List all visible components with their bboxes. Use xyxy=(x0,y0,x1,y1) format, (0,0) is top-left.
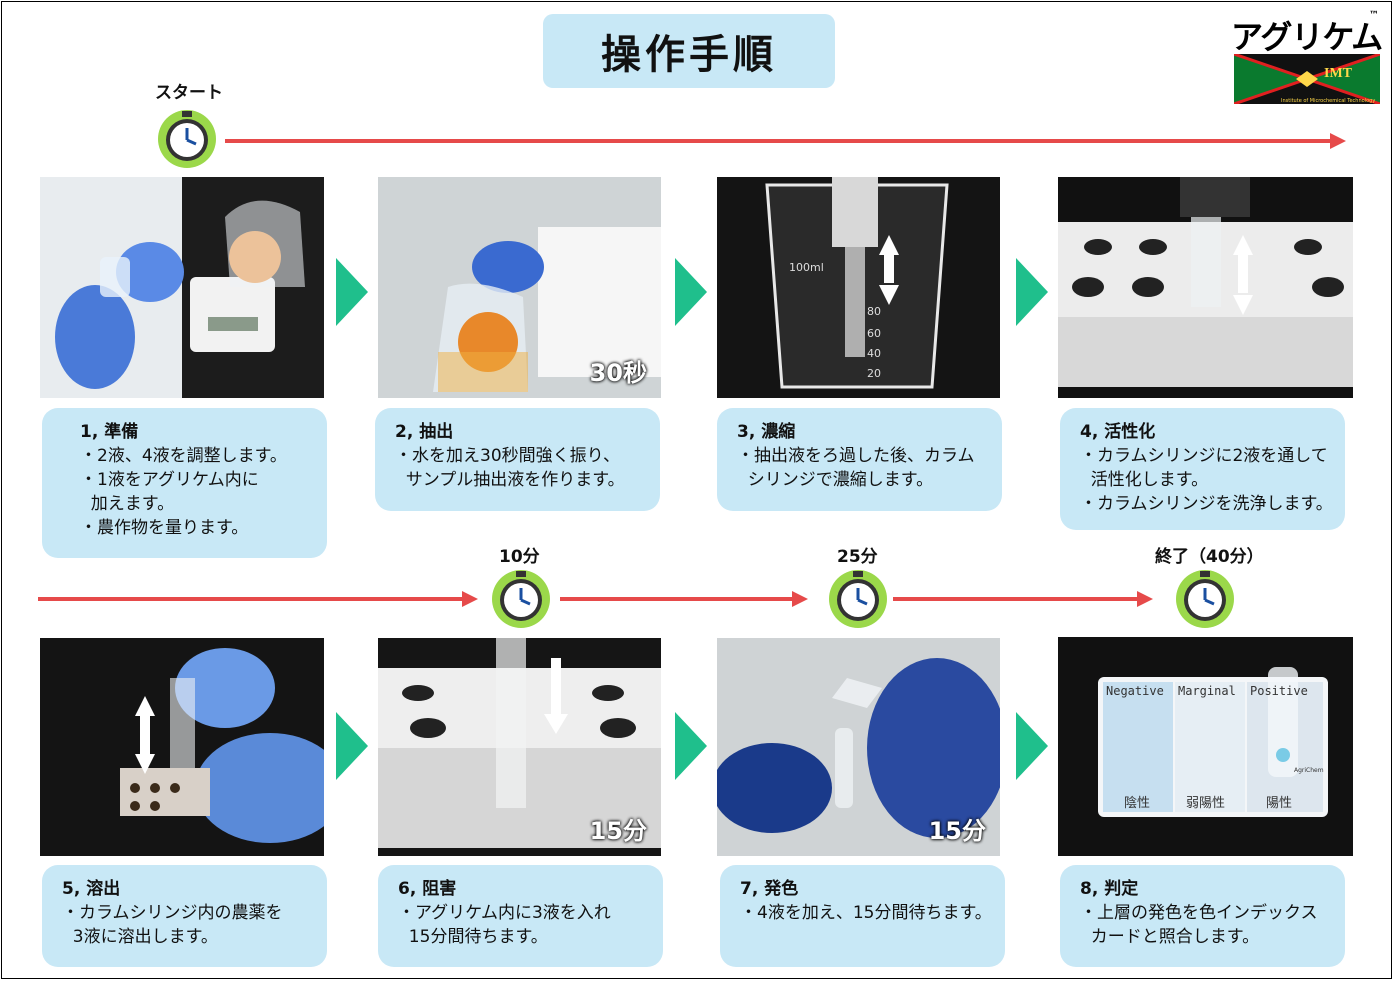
step-7-card: 7, 発色 ・4液を加え、15分間待ちます。 xyxy=(720,865,1005,967)
card-label-positive-jp: 陽性 xyxy=(1266,796,1293,811)
beaker-volume-label: 100ml xyxy=(789,261,824,274)
step-4-line: ・カラムシリンジを洗浄します。 xyxy=(1080,494,1333,514)
step-1-card: 1, 準備 ・2液、4液を調整します。 ・1液をアグリケム内に 加えます。 ・農… xyxy=(42,408,327,558)
step-1-line: ・2液、4液を調整します。 xyxy=(80,446,287,466)
stopwatch-icon xyxy=(823,566,893,628)
timeline-arrow-line xyxy=(38,597,462,601)
step-8-photo: Negative Marginal Positive 陰性 弱陽性 陽性 Agr… xyxy=(1058,637,1353,856)
step-arrow-icon xyxy=(1016,258,1048,326)
beaker-mark-60: 60 xyxy=(867,327,881,340)
step-5-photo xyxy=(40,638,324,856)
step-7-title: 7, 発色 xyxy=(740,879,799,899)
logo-trademark: ™ xyxy=(1369,10,1379,21)
step-2-line: サンプル抽出液を作ります。 xyxy=(395,470,625,490)
step-3-line: シリンジで濃縮します。 xyxy=(737,470,934,490)
step-2-photo: 30秒 xyxy=(378,177,661,398)
step-4-line: ・カラムシリンジに2液を通して xyxy=(1080,446,1328,466)
timeline-arrow-line xyxy=(560,597,792,601)
step-5-line: 3液に溶出します。 xyxy=(62,927,218,947)
step-6-title: 6, 阻害 xyxy=(398,879,457,899)
step-2-title: 2, 抽出 xyxy=(395,422,454,442)
step-8-card: 8, 判定 ・上層の発色を色インデックス カードと照合します。 xyxy=(1060,865,1345,967)
step-3-line: ・抽出液をろ過した後、カラム xyxy=(737,446,975,466)
stopwatch-icon xyxy=(486,566,556,628)
timeline-mark-25: 25分 xyxy=(837,547,878,567)
step-arrow-icon xyxy=(1016,712,1048,780)
timeline-mark-end: 終了（40分） xyxy=(1155,547,1264,567)
timeline-arrow-head xyxy=(1330,133,1346,149)
timeline-start-label: スタート xyxy=(155,83,223,103)
step-1-line: ・1液をアグリケム内に xyxy=(80,470,259,490)
step-8-line: カードと照合します。 xyxy=(1080,927,1260,947)
step-3-title: 3, 濃縮 xyxy=(737,422,796,442)
beaker-mark-40: 40 xyxy=(867,347,881,360)
step-6-line: 15分間待ちます。 xyxy=(398,927,548,947)
logo-subtitle: Institute of Microchemical Technology xyxy=(1281,98,1376,104)
card-label-marginal: Marginal xyxy=(1178,684,1236,698)
step-2-time-badge: 30秒 xyxy=(589,359,647,387)
stopwatch-icon xyxy=(1170,566,1240,628)
step-1-line: 加えます。 xyxy=(80,494,175,514)
step-2-card: 2, 抽出 ・水を加え30秒間強く振り、 サンプル抽出液を作ります。 xyxy=(375,408,660,511)
step-4-photo xyxy=(1058,177,1353,398)
step-arrow-icon xyxy=(336,258,368,326)
step-arrow-icon xyxy=(336,712,368,780)
card-brand-label: AgriChem xyxy=(1294,767,1324,774)
timeline-mark-10: 10分 xyxy=(499,547,540,567)
step-arrow-icon xyxy=(675,258,707,326)
logo-brand-text: IMT xyxy=(1324,66,1352,81)
step-7-time-badge: 15分 xyxy=(928,817,986,845)
step-4-line: 活性化します。 xyxy=(1080,470,1209,490)
logo-name: アグリケム xyxy=(1231,18,1383,56)
step-1-title: 1, 準備 xyxy=(80,422,139,442)
card-label-negative: Negative xyxy=(1106,684,1164,698)
step-4-card: 4, 活性化 ・カラムシリンジに2液を通して 活性化します。 ・カラムシリンジを… xyxy=(1060,408,1345,530)
step-6-line: ・アグリケム内に3液を入れ xyxy=(398,903,611,923)
timeline-arrow-line xyxy=(893,597,1137,601)
step-8-line: ・上層の発色を色インデックス xyxy=(1080,903,1318,923)
page-title: 操作手順 xyxy=(601,32,777,78)
card-label-positive: Positive xyxy=(1250,684,1308,698)
timeline-arrow-head xyxy=(1137,591,1153,607)
beaker-mark-80: 80 xyxy=(867,305,881,318)
brand-logo: アグリケム ™ IMT Institute of Microchemical T… xyxy=(1231,10,1383,106)
step-5-card: 5, 溶出 ・カラムシリンジ内の農薬を 3液に溶出します。 xyxy=(42,865,327,967)
step-5-line: ・カラムシリンジ内の農薬を xyxy=(62,903,283,923)
timeline-arrow-head xyxy=(462,591,478,607)
step-arrow-icon xyxy=(675,712,707,780)
beaker-mark-20: 20 xyxy=(867,367,881,380)
step-1-photo xyxy=(40,177,324,398)
step-5-title: 5, 溶出 xyxy=(62,879,121,899)
stopwatch-icon xyxy=(152,106,222,168)
step-8-title: 8, 判定 xyxy=(1080,879,1139,899)
step-2-line: ・水を加え30秒間強く振り、 xyxy=(395,446,620,466)
card-label-marginal-jp: 弱陽性 xyxy=(1186,796,1226,811)
step-3-card: 3, 濃縮 ・抽出液をろ過した後、カラム シリンジで濃縮します。 xyxy=(717,408,1002,511)
timeline-arrow-head xyxy=(792,591,808,607)
logo-flag-icon xyxy=(1234,54,1380,104)
step-7-photo: 15分 xyxy=(717,638,1000,856)
step-3-photo: 100ml 80 60 40 20 xyxy=(717,177,1000,398)
step-1-line: ・農作物を量ります。 xyxy=(80,518,249,538)
step-6-time-badge: 15分 xyxy=(589,817,647,845)
timeline-arrow-line xyxy=(225,139,1331,143)
step-7-line: ・4液を加え、15分間待ちます。 xyxy=(740,903,992,923)
title-box: 操作手順 xyxy=(543,14,835,88)
card-label-negative-jp: 陰性 xyxy=(1124,796,1151,811)
step-6-card: 6, 阻害 ・アグリケム内に3液を入れ 15分間待ちます。 xyxy=(378,865,663,967)
step-6-photo: 15分 xyxy=(378,638,661,856)
step-4-title: 4, 活性化 xyxy=(1080,422,1156,442)
